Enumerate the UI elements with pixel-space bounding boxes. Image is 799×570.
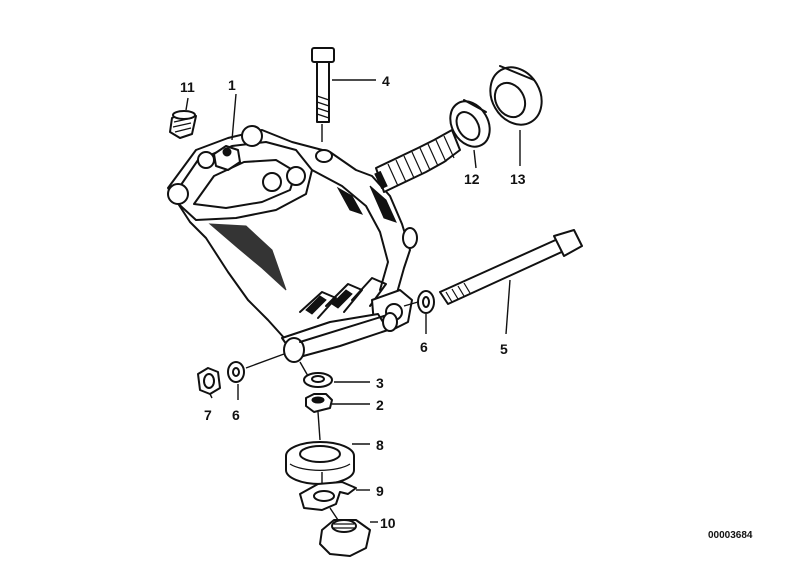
- nut-part-10: [319, 519, 371, 557]
- callout-11: 11: [180, 79, 195, 95]
- nut-part-2: [305, 393, 333, 413]
- callout-3: 3: [376, 375, 384, 391]
- callout-labels: 1 2 3 4 5 6 6 7 8 9 10 11 12 13: [180, 73, 526, 531]
- washer-part-3: [303, 372, 333, 388]
- callout-6-right: 6: [420, 339, 428, 355]
- washer-part-6-right: [417, 290, 435, 314]
- long-bolt-part-5: [439, 229, 583, 305]
- callout-8: 8: [376, 437, 384, 453]
- washer-part-6-left: [227, 361, 245, 383]
- callout-7: 7: [204, 407, 212, 423]
- callout-1: 1: [228, 77, 236, 93]
- callout-6-left: 6: [232, 407, 240, 423]
- seal-part-12: [449, 99, 491, 148]
- callout-12: 12: [464, 171, 480, 187]
- seal-part-8: [285, 441, 355, 485]
- leader-lines: [185, 79, 521, 523]
- nut-part-7: [197, 367, 221, 395]
- seal-part-13: [489, 65, 543, 126]
- input-shaft: [374, 129, 461, 193]
- bolt-part-4: [311, 47, 335, 123]
- reference-code: 00003684: [708, 530, 753, 541]
- callout-13: 13: [510, 171, 526, 187]
- callout-5: 5: [500, 341, 508, 357]
- lock-plate-part-9: [299, 481, 357, 511]
- callout-4: 4: [382, 73, 390, 89]
- steering-gear-housing: [167, 125, 418, 363]
- callout-9: 9: [376, 483, 384, 499]
- plug-part-11: [169, 110, 197, 139]
- callout-10: 10: [380, 515, 396, 531]
- callout-2: 2: [376, 397, 384, 413]
